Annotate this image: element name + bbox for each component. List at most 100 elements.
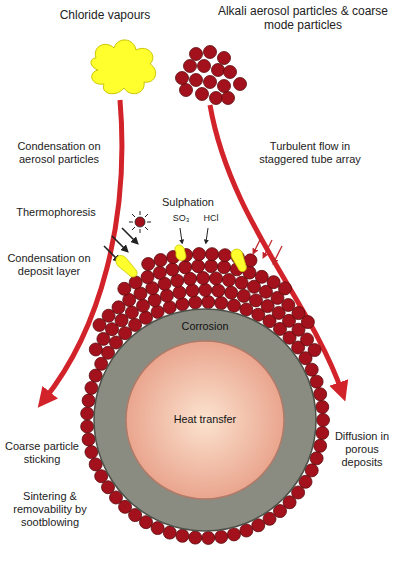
deposit-particle: [81, 407, 94, 420]
process-label: Coarse particle sticking: [2, 440, 82, 466]
deposit-particle: [148, 294, 161, 307]
deposit-particle: [305, 363, 318, 376]
deposit-particle: [173, 286, 186, 299]
tube-core: Heat transfer: [125, 340, 285, 500]
aerosol-particle: [210, 92, 223, 105]
process-label: Thermophoresis: [6, 206, 106, 219]
deposit-particle: [255, 270, 268, 283]
deposit-particle: [85, 381, 98, 394]
aerosol-particle: [176, 72, 189, 85]
deposit-particle: [186, 284, 199, 297]
aerosol-particle: [190, 48, 203, 61]
label-text: Condensation on aerosol particles: [6, 140, 112, 166]
aerosol-particle: [198, 60, 211, 73]
tube-core-circle: [126, 341, 284, 499]
tube-wall: CorrosionHeat transfer: [93, 308, 317, 532]
deposit-particle: [154, 254, 167, 267]
label-text: Condensation on deposit layer: [4, 252, 94, 278]
deposit-particle: [227, 299, 240, 312]
aerosol-starburst: [129, 211, 151, 233]
deposit-particle: [176, 298, 189, 311]
aerosol-particle: [218, 80, 231, 93]
deposit-particle: [193, 248, 206, 261]
deposit-particle: [219, 249, 232, 262]
deposit-particle: [310, 375, 323, 388]
deposit-particle: [142, 258, 155, 271]
deposit-particle: [240, 524, 253, 537]
aerosol-particle: [204, 76, 217, 89]
aerosol-particle: [204, 46, 217, 59]
deposit-particle: [151, 522, 164, 535]
label-text: Turbulent flow in staggered tube array: [245, 140, 375, 166]
deposit-particle: [314, 388, 327, 401]
aerosol-particle: [212, 64, 225, 77]
deposit-particle: [218, 261, 231, 274]
deposit-particle: [316, 401, 329, 414]
deposit-particle: [199, 284, 212, 297]
deposit-particle: [89, 458, 102, 471]
deposit-particle: [82, 433, 95, 446]
deposit-particle: [189, 296, 202, 309]
deposit-particle: [278, 282, 291, 295]
deposit-particle: [225, 286, 238, 299]
deposit-particle: [89, 369, 102, 382]
vapour-label: Chloride vapours: [40, 8, 170, 22]
deposit-particle: [85, 446, 98, 459]
deposit-particle: [202, 531, 215, 544]
deposit-particle: [166, 263, 179, 276]
deposit-particle: [192, 260, 205, 273]
deposit-particle: [305, 464, 318, 477]
deposit-particle: [151, 305, 164, 318]
deposit-particle: [310, 452, 323, 465]
gas-arrows: [180, 228, 208, 242]
chloride-vapour-cloud: [91, 40, 156, 94]
deposit-particle: [197, 272, 210, 285]
node-text: Heat transfer: [125, 413, 285, 425]
process-label: Diffusion in porous deposits: [330, 430, 394, 470]
deposit-particle: [301, 316, 314, 329]
aerosol-particle: [218, 52, 231, 65]
deposit-particle: [316, 426, 329, 439]
gas-label: HCl: [196, 213, 226, 224]
deposit-particle: [210, 272, 223, 285]
tube-wall-circle: [94, 309, 316, 531]
aerosol-particle: [234, 78, 247, 91]
deposit-particle: [314, 439, 327, 452]
deposit-particle: [160, 289, 173, 302]
impaction-arrows: [254, 236, 282, 262]
deposit-particle: [205, 260, 218, 273]
deposit-particle: [237, 289, 250, 302]
deposit-particle: [252, 519, 265, 532]
gas-label: SO₃: [166, 213, 196, 224]
deposit-particle: [184, 272, 197, 285]
deposit-particle: [136, 299, 149, 312]
aerosol-particle: [180, 84, 193, 97]
deposit-particle: [212, 284, 225, 297]
deposit-particle: [163, 301, 176, 314]
aerosol-particle: [224, 66, 237, 79]
particle-label: Alkali aerosol particles & coarse mode p…: [212, 4, 394, 33]
aerosol-particle-cluster: [176, 46, 247, 105]
deposit-particle: [118, 282, 131, 295]
label-text: HCl: [204, 213, 219, 224]
deposit-layer: [81, 248, 330, 545]
deposit-particle: [317, 414, 330, 427]
deposit-particle: [215, 297, 228, 310]
deposit-particle: [82, 394, 95, 407]
label-text: Sulphation: [162, 196, 214, 209]
label-text: Sintering & removability by sootblowing: [2, 490, 98, 530]
condensed-chloride: [116, 245, 246, 277]
deposit-particle: [267, 276, 280, 289]
label-text: Coarse particle sticking: [2, 440, 82, 466]
label-text: Thermophoresis: [16, 206, 95, 219]
deposit-particle: [125, 306, 138, 319]
label-text: SO₃: [173, 213, 190, 224]
label-text: Diffusion in porous deposits: [330, 430, 394, 470]
deposit-particle: [81, 420, 94, 433]
process-label: Sulphation: [148, 196, 228, 209]
process-label: Condensation on aerosol particles: [6, 140, 112, 166]
label-text: Alkali aerosol particles & coarse mode p…: [212, 4, 394, 33]
deposit-particle: [153, 266, 166, 279]
deposit-particle: [95, 470, 108, 483]
